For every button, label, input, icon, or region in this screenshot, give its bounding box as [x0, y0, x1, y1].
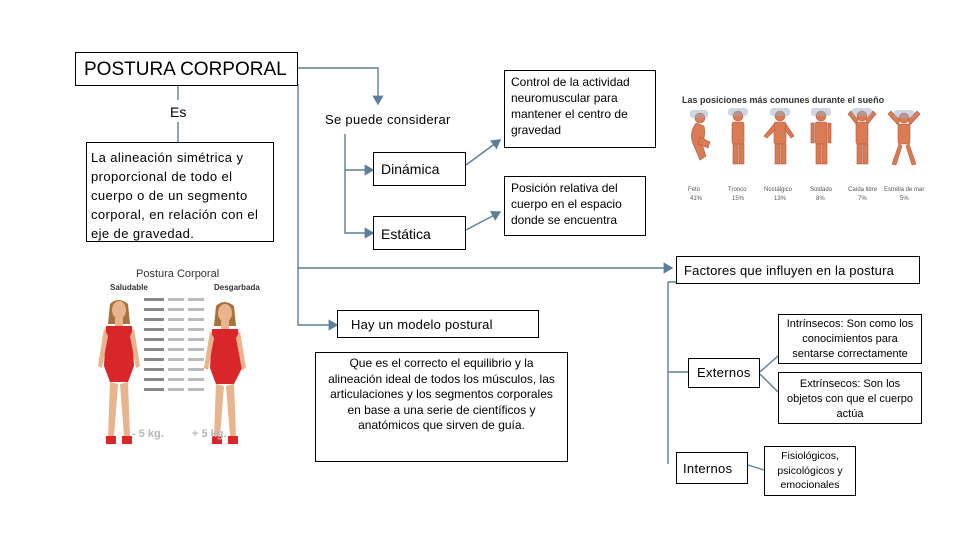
posture-image-title: Postura Corporal	[136, 268, 220, 280]
sleep-pos-5-pct: 5%	[900, 196, 909, 202]
intrinsecos-box: Intrínsecos: Son como los conocimientos …	[778, 314, 922, 364]
posture-right-label: Desgarbada	[214, 283, 260, 292]
fisiologicos-box: Fisiológicos, psicológicos y emocionales	[764, 446, 856, 496]
estatica-box: Estática	[373, 216, 466, 250]
sleep-pos-3-pct: 8%	[816, 196, 825, 202]
sleep-pos-0-pct: 41%	[690, 196, 703, 202]
sleep-pos-3-name: Soldado	[810, 187, 833, 193]
factores-box: Factores que influyen en la postura	[676, 256, 920, 284]
page-title: POSTURA CORPORAL	[84, 59, 287, 80]
posture-left-label: Saludable	[110, 283, 148, 292]
sleep-figures	[690, 108, 921, 166]
intrinsecos-text: Intrínsecos: Son como los conocimientos …	[786, 318, 914, 360]
sleep-positions-image: Las posiciones más comunes durante el su…	[676, 92, 934, 210]
sleep-pos-2-pct: 13%	[774, 196, 787, 202]
correcto-text: Que es el correcto el equilibrio y la al…	[328, 356, 555, 432]
internos-box: Internos	[676, 452, 748, 484]
fisiologicos-text: Fisiológicos, psicológicos y emocionales	[777, 450, 843, 491]
control-text: Control de la actividad neuromuscular pa…	[511, 75, 630, 137]
modelo-label: Hay un modelo postural	[351, 317, 493, 332]
se-puede-considerar-label: Se puede considerar	[325, 112, 451, 127]
sleep-pos-5-name: Estrella de mar	[884, 187, 925, 193]
dinamica-label: Dinámica	[381, 161, 440, 177]
extrinsecos-text: Extrínsecos: Son los objetos con que el …	[787, 378, 913, 420]
externos-box: Externos	[688, 358, 760, 388]
definition-text: La alineación simétrica y proporcional d…	[91, 150, 259, 241]
posture-right-weight: + 5 kg.	[192, 428, 227, 440]
posture-left-weight: - 5 kg.	[132, 428, 164, 440]
sleep-pos-0-name: Feto	[688, 187, 701, 193]
sleep-pos-4-name: Caída libre	[848, 187, 878, 193]
title-box: POSTURA CORPORAL	[75, 52, 298, 86]
extrinsecos-box: Extrínsecos: Son los objetos con que el …	[778, 372, 922, 424]
posicion-box: Posición relativa del cuerpo en el espac…	[504, 176, 646, 236]
posture-figures	[98, 298, 246, 444]
posicion-text: Posición relativa del cuerpo en el espac…	[511, 181, 622, 227]
internos-label: Internos	[683, 461, 733, 476]
factores-label: Factores que influyen en la postura	[684, 263, 895, 278]
sleep-pos-1-pct: 15%	[732, 196, 745, 202]
sleep-pos-2-name: Nostálgico	[764, 187, 793, 193]
es-label: Es	[170, 104, 187, 120]
sleep-pos-1-name: Tronco	[728, 187, 747, 193]
control-box: Control de la actividad neuromuscular pa…	[504, 70, 656, 148]
definition-box: La alineación simétrica y proporcional d…	[86, 142, 274, 242]
sleep-pos-4-pct: 7%	[858, 196, 867, 202]
externos-label: Externos	[697, 365, 751, 380]
sleep-image-title: Las posiciones más comunes durante el su…	[682, 95, 885, 105]
estatica-label: Estática	[381, 226, 431, 242]
modelo-box: Hay un modelo postural	[337, 310, 539, 338]
correcto-box: Que es el correcto el equilibrio y la al…	[315, 352, 568, 462]
posture-image: Postura Corporal Saludable Desgarbada	[88, 266, 264, 462]
dinamica-box: Dinámica	[373, 152, 466, 186]
